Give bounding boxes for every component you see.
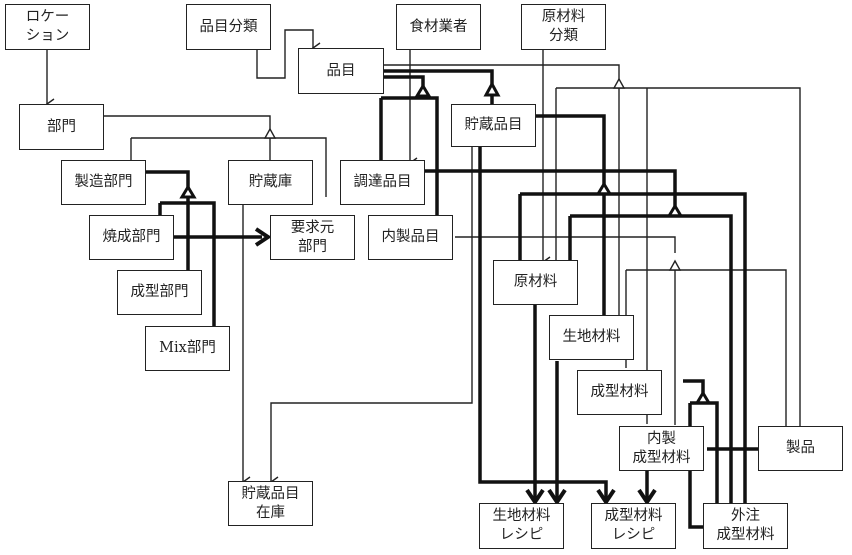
link-itemcategory-item [256,29,321,79]
item-procured-super [383,75,425,86]
mfg-super-line [136,170,190,188]
entity-formed-material-recipe[interactable]: 成型材料 レシピ [591,503,676,549]
item-sub-bar [556,87,801,428]
formed-super [683,379,705,393]
entity-mix-dept[interactable]: Mix部門 [145,326,230,371]
entity-outsourced-formed-material[interactable]: 外注 成型材料 [703,503,788,549]
entity-stored-item-inventory[interactable]: 貯蔵品目 在庫 [228,481,313,526]
inhouse-subtype-triangle [668,259,682,271]
entity-formed-material[interactable]: 成型材料 [577,370,662,415]
item-stored-triangle [483,80,501,97]
entity-inhouse-formed-material[interactable]: 内製 成型材料 [619,426,704,471]
entity-location[interactable]: ロケー ション [5,4,90,50]
arrowhead-3 [596,488,616,506]
entity-baking-dept[interactable]: 焼成部門 [89,215,174,260]
item-stored-super [383,69,494,84]
entity-department[interactable]: 部門 [19,104,104,150]
arrowhead-2 [547,488,567,506]
entity-item[interactable]: 品目 [298,48,384,94]
dept-super-line [103,115,271,130]
entity-product[interactable]: 製品 [758,426,843,471]
entity-requesting-dept[interactable]: 要求元 部門 [270,215,355,260]
thin-connectors [45,29,801,488]
procured-super [417,169,677,206]
item-subtype-triangle [612,77,626,89]
item-procured-bar [381,96,439,230]
stored-super [535,114,606,184]
dept-sub-bar [131,137,327,197]
entity-raw-material-category[interactable]: 原材料 分類 [521,4,606,50]
entity-stored-item[interactable]: 貯蔵品目 [451,104,536,147]
item-procured-triangle [414,83,432,98]
arrow-baking-requesting [254,227,272,247]
entity-forming-dept[interactable]: 成型部門 [117,270,202,315]
arrowhead-1 [525,488,545,506]
thick-connectors [136,69,762,529]
dept-subtype-triangle [263,127,277,139]
arrowhead-4 [637,488,657,506]
entity-raw-material[interactable]: 原材料 [493,260,578,305]
link-stored-inventory [269,145,473,488]
formed-sub-bar [690,401,719,510]
link-inhouse-outsourced [688,470,703,529]
entity-inhouse-item[interactable]: 内製品目 [368,215,453,260]
entity-procured-item[interactable]: 調達品目 [340,160,425,205]
mfg-subtype-triangle [179,184,197,199]
entity-food-supplier[interactable]: 食材業者 [396,4,481,50]
entity-manufacturing-dept[interactable]: 製造部門 [61,160,146,205]
entity-dough-material[interactable]: 生地材料 [549,315,634,360]
link-stored-formedrecipe [478,145,608,500]
entity-storage[interactable]: 貯蔵庫 [228,160,313,205]
procured-sub-bar [570,214,733,510]
entity-item-category[interactable]: 品目分類 [186,4,271,50]
stored-sub-bar [520,192,747,510]
entity-dough-material-recipe[interactable]: 生地材料 レシピ [479,503,564,549]
inhouse-super-line [455,236,676,253]
item-super-line [383,64,620,80]
mfg-sub-bar [160,201,216,327]
